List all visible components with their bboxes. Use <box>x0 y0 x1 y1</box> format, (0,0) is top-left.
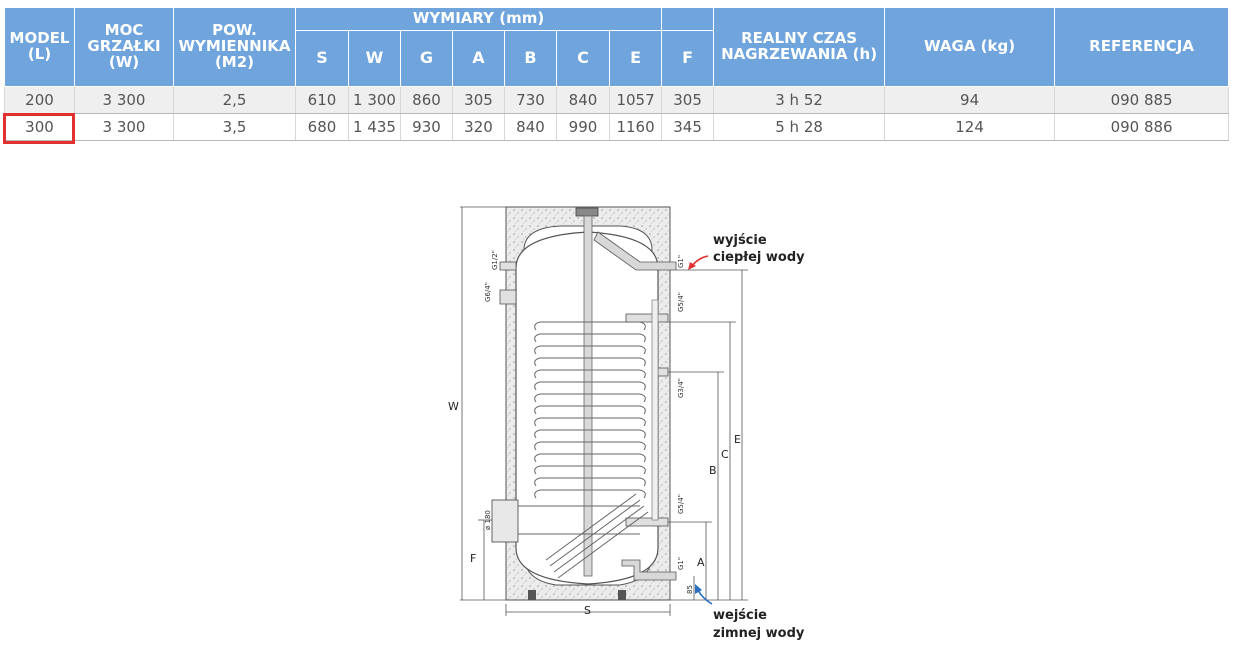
cell-pow: 3,5 <box>173 113 296 141</box>
cell-czas: 3 h 52 <box>713 86 886 114</box>
heater-element <box>518 493 649 579</box>
cell-s: 610 <box>295 86 349 114</box>
cell-moc: 3 300 <box>74 86 174 114</box>
table-row: 200 3 300 2,5 610 1 300 860 305 730 840 … <box>4 86 1230 114</box>
coil-pipe-top <box>625 313 669 323</box>
hot-water-arrow-icon <box>691 255 709 267</box>
dim-label-w: W <box>448 400 459 413</box>
header-czas: REALNY CZAS NAGRZEWANIA (h) <box>713 7 886 87</box>
coil-pipe-bottom <box>625 517 669 527</box>
hot-water-label-1: wyjście <box>713 233 767 248</box>
header-waga: WAGA (kg) <box>884 7 1056 87</box>
fitting-g12 <box>499 261 517 271</box>
recirc-pipe <box>657 367 669 377</box>
cell-w: 1 300 <box>348 86 401 114</box>
cold-water-arrow-icon <box>697 589 713 605</box>
fitting-label-g34: G3/4" <box>677 378 685 398</box>
dim-label-s: S <box>584 604 591 617</box>
header-ref: REFERENCJA <box>1054 7 1230 87</box>
foot-left <box>528 590 536 600</box>
cell-czas: 5 h 28 <box>713 113 886 141</box>
table-row: 300 3 300 3,5 680 1 435 930 320 840 990 … <box>4 113 1230 141</box>
cell-e: 1057 <box>608 86 663 114</box>
header-dim-g: G <box>400 30 453 87</box>
cell-waga: 94 <box>884 86 1056 114</box>
cell-moc: 3 300 <box>74 113 174 141</box>
header-blank <box>661 7 715 31</box>
fitting-label-g12: G1/2" <box>491 250 499 270</box>
fitting-label-g64: G6/4" <box>484 282 492 302</box>
header-model: MODEL (L) <box>4 7 75 87</box>
row-highlight-box <box>3 113 75 144</box>
cell-e: 1160 <box>608 113 663 141</box>
heat-exchanger-coil <box>534 321 646 499</box>
fitting-label-g54-a: G5/4" <box>677 292 685 312</box>
header-pow: POW. WYMIENNIKA (M2) <box>173 7 296 87</box>
cell-w: 1 435 <box>348 113 401 141</box>
cold-inlet-pipe <box>621 559 677 581</box>
cell-model: 300 <box>4 113 75 141</box>
heater-flange <box>491 499 519 543</box>
cell-a: 320 <box>452 113 505 141</box>
cell-pow: 2,5 <box>173 86 296 114</box>
cell-c: 990 <box>556 113 610 141</box>
fitting-label-phi180: ø 180 <box>484 510 492 530</box>
cell-b: 730 <box>504 86 557 114</box>
cell-f: 345 <box>661 113 715 141</box>
header-dim-w: W <box>348 30 401 87</box>
header-dim-e: E <box>608 30 663 87</box>
header-dim-c: C <box>556 30 610 87</box>
cell-a: 305 <box>452 86 505 114</box>
cell-ref: 090 886 <box>1054 113 1230 141</box>
fitting-label-g1-bottom: G1" <box>677 557 685 570</box>
top-plug <box>575 207 599 217</box>
header-dim-f: F <box>661 30 715 87</box>
cell-s: 680 <box>295 113 349 141</box>
sensor-sleeve <box>651 299 659 521</box>
fitting-label-85: 85 <box>686 585 694 594</box>
cell-waga: 124 <box>884 113 1056 141</box>
header-moc: MOC GRZAŁKI (W) <box>74 7 174 87</box>
spec-table: MODEL (L) MOC GRZAŁKI (W) POW. WYMIENNIK… <box>4 7 1230 141</box>
fitting-label-g1-top: G1" <box>677 255 685 268</box>
cell-ref: 090 885 <box>1054 86 1230 114</box>
cold-water-label-1: wejście <box>713 608 767 623</box>
dimension-lines <box>460 206 748 616</box>
dim-label-e: E <box>734 433 741 446</box>
dim-label-c: C <box>721 448 729 461</box>
anode-rod <box>583 215 593 577</box>
header-dim-b: B <box>504 30 557 87</box>
fitting-g64 <box>499 289 517 305</box>
dim-label-f: F <box>470 552 476 565</box>
cell-b: 840 <box>504 113 557 141</box>
cold-water-label-2: zimnej wody <box>713 626 805 641</box>
cell-g: 860 <box>400 86 453 114</box>
dim-label-a: A <box>697 556 705 569</box>
foot-right <box>618 590 626 600</box>
header-dim-a: A <box>452 30 505 87</box>
hot-water-label-2: ciepłej wody <box>713 250 805 265</box>
header-dim-s: S <box>295 30 349 87</box>
fitting-label-g54-b: G5/4" <box>677 494 685 514</box>
dim-label-b: B <box>709 464 717 477</box>
